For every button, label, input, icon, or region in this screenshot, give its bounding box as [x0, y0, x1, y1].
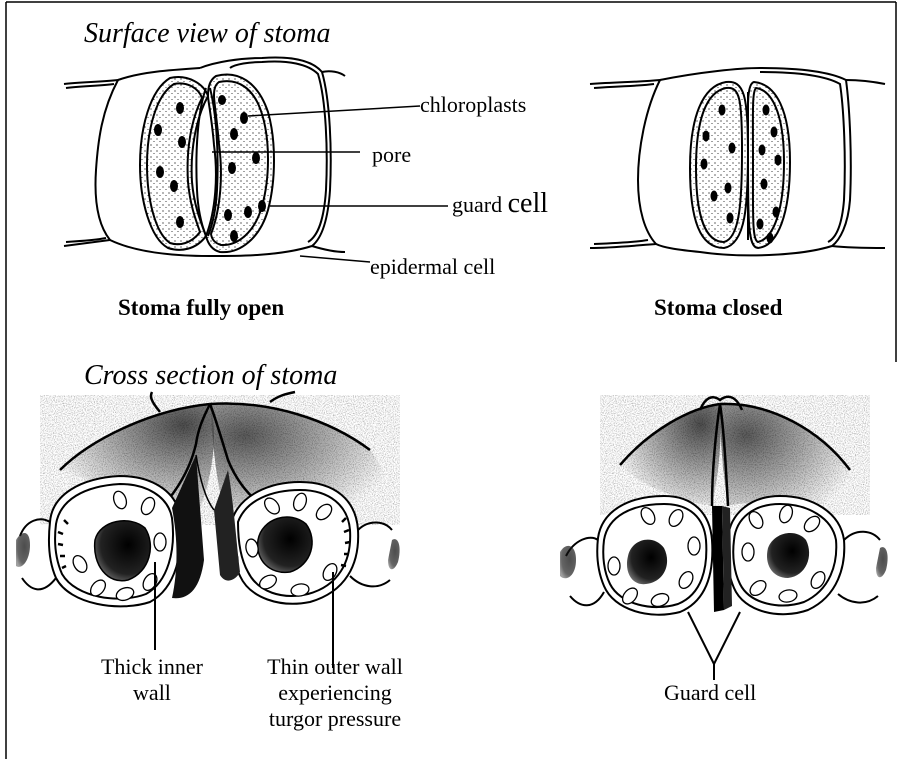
- label-guard-cell-word2: cell: [508, 188, 548, 219]
- caption-stoma-closed: Stoma closed: [654, 296, 782, 319]
- stoma-open-cross-section-drawing: [16, 392, 400, 668]
- label-thick-inner-line1: Thick inner: [77, 654, 227, 680]
- stoma-open-surface-drawing: [64, 58, 345, 256]
- label-thick-inner-line2: wall: [77, 680, 227, 706]
- label-pore: pore: [372, 144, 411, 166]
- label-thick-inner-wall: Thick inner wall: [77, 654, 227, 706]
- label-thin-outer-line2: experiencing: [245, 680, 425, 706]
- label-guard-cell-word1: guard: [452, 192, 502, 217]
- stoma-closed-cross-section-drawing: [560, 395, 888, 680]
- label-guard-cell-cross: Guard cell: [664, 682, 756, 704]
- cross-section-heading: Cross section of stoma: [84, 362, 337, 390]
- caption-stoma-fully-open: Stoma fully open: [118, 296, 284, 319]
- label-chloroplasts: chloroplasts: [420, 94, 526, 116]
- label-guard-cell: guard cell: [452, 190, 548, 218]
- label-epidermal-cell: epidermal cell: [370, 256, 495, 278]
- surface-view-heading: Surface view of stoma: [84, 20, 331, 48]
- label-thin-outer-line1: Thin outer wall: [245, 654, 425, 680]
- stoma-closed-surface-drawing: [590, 68, 885, 255]
- label-thin-outer-line3: turgor pressure: [245, 706, 425, 732]
- label-thin-outer-wall: Thin outer wall experiencing turgor pres…: [245, 654, 425, 732]
